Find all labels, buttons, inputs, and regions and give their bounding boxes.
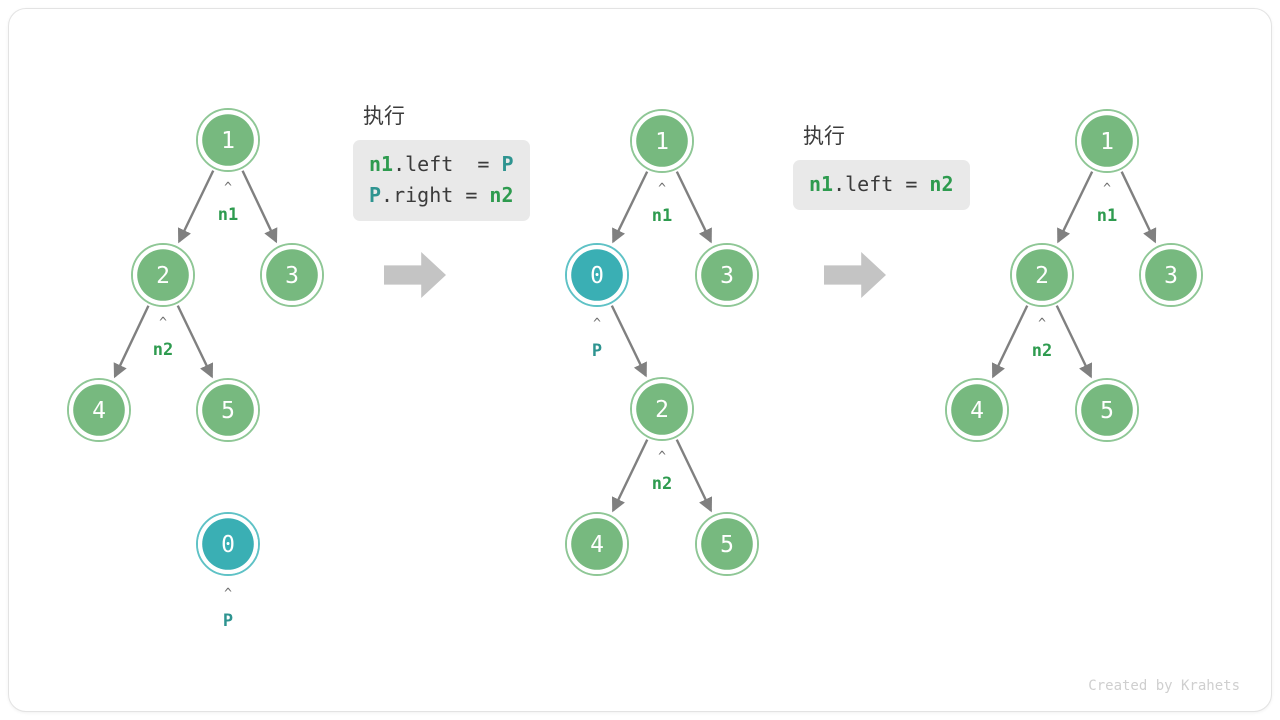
tree-node-1: 1 <box>1075 109 1139 173</box>
code-token: n1 <box>809 172 834 196</box>
panel-heading: 执行 <box>803 125 845 148</box>
pointer-n2: ^ n2 <box>652 450 672 495</box>
code-line: n1.left = n2 <box>809 169 954 200</box>
caret-icon: ^ <box>1103 182 1111 197</box>
node-value: 3 <box>285 263 299 289</box>
pointer-label: n1 <box>218 205 238 225</box>
node-value: 1 <box>655 129 669 155</box>
node-value: 4 <box>970 398 984 424</box>
node-value: 4 <box>590 532 604 558</box>
pointers-layer: ^n1^n2^P^n1^P^n2^n1^n2 <box>153 181 1117 632</box>
code-token: .right = <box>381 183 490 207</box>
step-arrows-layer <box>384 252 886 298</box>
tree-node-2: 2 <box>1010 243 1074 307</box>
tree-node-5: 5 <box>1075 378 1139 442</box>
pointer-p: ^P <box>592 317 602 362</box>
code-line: n1.left = P <box>369 149 514 180</box>
pointer-label: n2 <box>153 340 173 360</box>
node-value: 2 <box>1035 263 1049 289</box>
node-value: 3 <box>720 263 734 289</box>
tree-node-2: 2 <box>131 243 195 307</box>
node-value: 3 <box>1164 263 1178 289</box>
pointer-n1: ^ n1 <box>652 182 672 227</box>
node-value: 1 <box>221 128 235 154</box>
pointer-p: ^P <box>223 587 233 632</box>
node-value: 2 <box>156 263 170 289</box>
tree-edge <box>176 305 214 379</box>
tree-edge <box>612 171 649 244</box>
node-value: 0 <box>221 532 235 558</box>
code-token: P <box>369 183 382 207</box>
code-line: P.right = n2 <box>369 180 514 211</box>
pointer-label: n2 <box>1032 341 1052 361</box>
node-value: 2 <box>655 397 669 423</box>
code-block: n1.left = n2 <box>793 160 970 210</box>
step-arrow-1 <box>384 252 446 298</box>
caret-icon: ^ <box>658 450 666 465</box>
node-value: 5 <box>221 398 235 424</box>
tree-edge <box>610 305 647 378</box>
node-value: 4 <box>92 398 106 424</box>
caret-icon: ^ <box>593 317 601 332</box>
tree-node-0: 0 <box>565 243 629 307</box>
pointer-label: P <box>592 341 602 361</box>
tree-node-3: 3 <box>260 243 324 307</box>
pointer-n2: ^ n2 <box>153 316 173 361</box>
step-arrow-2 <box>824 252 886 298</box>
code-token: n2 <box>929 172 954 196</box>
tree-edge <box>991 305 1029 379</box>
code-token: P <box>501 152 514 176</box>
tree-node-2: 2 <box>630 377 694 441</box>
caret-icon: ^ <box>1038 317 1046 332</box>
tree-edge <box>1057 171 1094 244</box>
tree-node-4: 4 <box>565 512 629 576</box>
nodes-layer: 1 2 3 4 5 0 1 0 3 2 4 5 1 2 3 4 5 <box>67 108 1203 576</box>
node-value: 5 <box>720 532 734 558</box>
pointer-n1: ^ n1 <box>218 181 238 226</box>
tree-edge <box>113 305 150 379</box>
tree-edge <box>177 170 215 244</box>
caret-icon: ^ <box>159 316 167 331</box>
code-token: n2 <box>489 183 514 207</box>
pointer-n2: ^ n2 <box>1032 317 1052 362</box>
tree-node-4: 4 <box>945 378 1009 442</box>
node-value: 0 <box>590 263 604 289</box>
edges-layer <box>113 170 1157 513</box>
credit-label: Created by Krahets <box>1088 678 1240 694</box>
tree-edge <box>1055 305 1093 379</box>
tree-edge <box>611 439 649 513</box>
pointer-label: n1 <box>1097 206 1117 226</box>
node-value: 1 <box>1100 129 1114 155</box>
tree-node-3: 3 <box>1139 243 1203 307</box>
code-token: .left = <box>393 152 502 176</box>
pointer-label: n1 <box>652 206 672 226</box>
tree-node-5: 5 <box>196 378 260 442</box>
tree-node-4: 4 <box>67 378 131 442</box>
pointer-n1: ^ n1 <box>1097 182 1117 227</box>
tree-node-1: 1 <box>196 108 260 172</box>
panel-heading: 执行 <box>363 105 405 128</box>
pointer-label: n2 <box>652 474 672 494</box>
caret-icon: ^ <box>658 182 666 197</box>
tree-node-1: 1 <box>630 109 694 173</box>
tree-edge <box>675 439 713 513</box>
tree-node-5: 5 <box>695 512 759 576</box>
pointer-label: P <box>223 611 233 631</box>
caret-icon: ^ <box>224 587 232 602</box>
tree-edge <box>241 170 278 244</box>
tree-edge <box>1120 171 1157 244</box>
node-value: 5 <box>1100 398 1114 424</box>
tree-edge <box>675 171 712 244</box>
tree-node-0: 0 <box>196 512 260 576</box>
code-token: .left = <box>833 172 930 196</box>
code-token: n1 <box>369 152 394 176</box>
caret-icon: ^ <box>224 181 232 196</box>
tree-node-3: 3 <box>695 243 759 307</box>
